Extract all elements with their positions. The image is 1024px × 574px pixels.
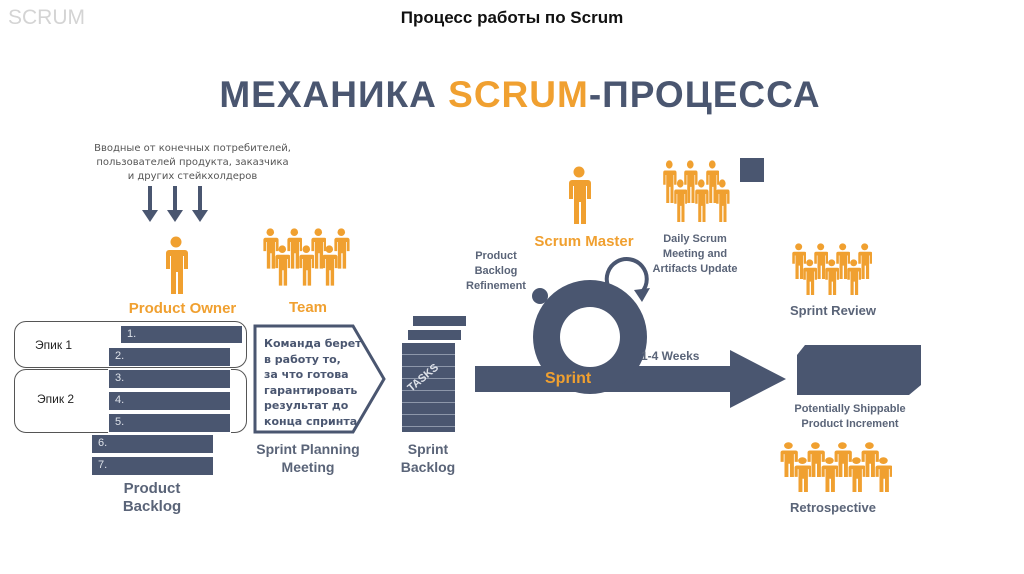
person-icon	[287, 228, 303, 269]
person-icon	[875, 457, 893, 492]
person-icon	[673, 178, 688, 222]
artifact-square	[740, 158, 764, 182]
epic-1: Эпик 1	[14, 321, 247, 368]
backlog-item: 5.	[108, 413, 231, 433]
person-icon	[794, 457, 812, 492]
scrum-master-label: Scrum Master	[534, 233, 634, 250]
sprint-planning-pentagon	[253, 324, 386, 434]
backlog-item: 7.	[91, 456, 214, 476]
corner-label: SCRUM	[8, 6, 85, 29]
sprint-review-icon	[791, 243, 879, 295]
person-icon	[299, 245, 315, 286]
person-icon	[780, 442, 798, 477]
down-arrows-icon	[142, 186, 208, 222]
person-icon	[792, 243, 807, 280]
scrum-master-icon	[567, 166, 591, 229]
daily-scrum-icon	[662, 160, 730, 222]
sprint-arrow	[475, 350, 786, 408]
person-icon	[834, 442, 852, 477]
person-icon	[807, 442, 825, 477]
retrospective-icon	[779, 442, 893, 492]
person-icon	[334, 228, 350, 269]
person-icon	[310, 228, 327, 269]
backlog-item: 6.	[91, 434, 214, 454]
team-label: Team	[288, 299, 328, 316]
backlog-item: 3.	[108, 369, 231, 389]
person-icon	[569, 166, 591, 224]
retrospective-label: Retrospective	[790, 500, 876, 515]
person-icon	[847, 258, 862, 295]
sprint-label: Sprint	[545, 370, 592, 387]
task-card	[413, 316, 466, 326]
person-icon	[705, 160, 720, 204]
slide-title: Процесс работы по Scrum	[400, 8, 624, 27]
sprint-review-label: Sprint Review	[790, 303, 876, 318]
product-owner-icon	[164, 236, 188, 299]
backlog-item: 2.	[108, 347, 231, 367]
person-icon	[803, 258, 818, 295]
diagram-heading: МЕХАНИКА SCRUM-ПРОЦЕССА	[219, 74, 821, 115]
product-increment-box	[797, 345, 921, 395]
person-icon	[861, 442, 879, 477]
person-icon	[684, 160, 698, 204]
person-icon	[322, 245, 338, 286]
person-icon	[695, 178, 709, 222]
product-owner-label: Product Owner	[128, 300, 237, 317]
person-icon	[858, 243, 873, 280]
daily-loop-arrow	[604, 257, 649, 294]
person-icon	[821, 457, 839, 492]
sprint-cycle-graphic	[475, 257, 786, 408]
backlog-item: 1.	[120, 325, 243, 344]
team-icon	[262, 228, 357, 286]
inputs-text: Вводные от конечных потребителей,пользов…	[94, 143, 291, 182]
person-icon	[275, 245, 291, 286]
weeks-label: 1-4 Weeks	[641, 349, 700, 363]
person-icon	[166, 236, 188, 294]
backlog-item: 4.	[108, 391, 231, 411]
person-icon	[716, 178, 730, 222]
person-icon	[825, 258, 840, 295]
person-icon	[836, 243, 851, 280]
refinement-dot	[532, 288, 548, 304]
person-icon	[263, 228, 279, 269]
task-card	[408, 330, 461, 340]
sprint-backlog-stack	[402, 343, 455, 432]
person-icon	[814, 243, 829, 280]
person-icon	[848, 457, 866, 492]
person-icon	[663, 160, 677, 204]
